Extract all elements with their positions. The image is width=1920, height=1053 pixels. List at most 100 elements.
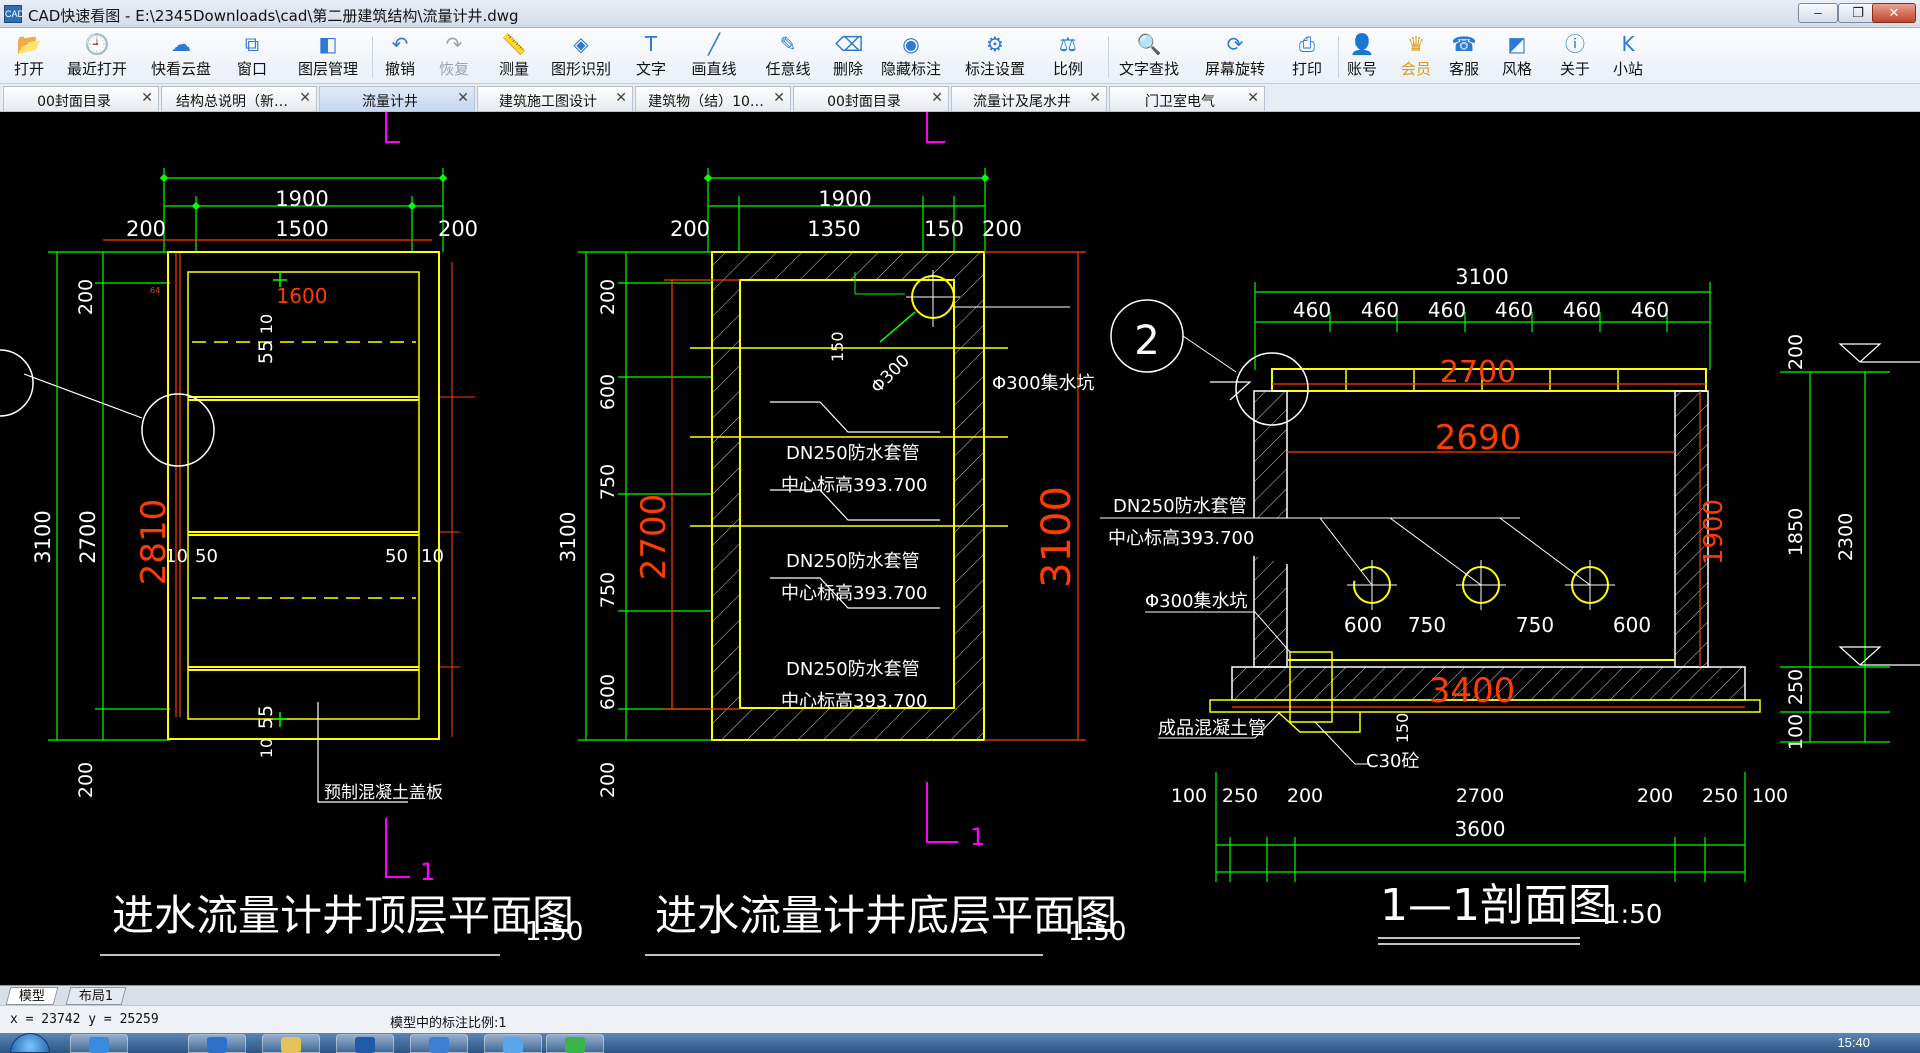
start-button[interactable] <box>10 1033 50 1053</box>
top-red-v: 2810 <box>134 499 174 586</box>
bottom-d150: 150 <box>828 331 847 362</box>
toolbar-button-user[interactable]: 👤账号 <box>1340 30 1384 82</box>
toolbar-label: 风格 <box>1501 60 1532 78</box>
document-tab[interactable]: 建筑物（结）10…✕ <box>635 86 791 111</box>
bottom-plan-section-mark: 1 <box>970 823 985 851</box>
section-red-bot: 3400 <box>1429 671 1516 711</box>
tab-label: 结构总说明（新… <box>176 94 288 110</box>
taskbar-app-1[interactable] <box>70 1034 128 1053</box>
window-title: CAD快速看图 - E:\2345Downloads\cad\第二册建筑结构\流… <box>28 7 519 25</box>
tab-close-icon[interactable]: ✕ <box>931 90 943 106</box>
tab-label: 门卫室电气 <box>1145 94 1215 110</box>
section-right-total: 2300 <box>1835 513 1857 561</box>
toolbar-button-text-search[interactable]: 🔍文字查找 <box>1112 30 1186 82</box>
toolbar-button-line[interactable]: ╱画直线 <box>684 30 744 82</box>
tab-close-icon[interactable]: ✕ <box>457 90 469 106</box>
drawing-canvas[interactable]: 1 1 <box>0 112 1920 985</box>
section-seg-4: 460 <box>1495 298 1533 322</box>
layout-tab[interactable]: 布局1 <box>65 987 127 1005</box>
toolbar-label: 窗口 <box>236 60 267 78</box>
toolbar-button-window[interactable]: ⧉窗口 <box>230 30 274 82</box>
bottom-d200b: 200 <box>597 762 619 798</box>
toolbar-button-cloud[interactable]: ☁ 快看云盘 <box>148 30 214 82</box>
toolbar-button-printer[interactable]: ⎙打印 <box>1285 30 1329 82</box>
toolbar-label: 文字查找 <box>1118 60 1179 78</box>
taskbar-app-3[interactable] <box>262 1034 320 1053</box>
document-tab[interactable]: 结构总说明（新… ✕ <box>161 86 317 111</box>
section-concrete-label: 成品混凝土管 <box>1158 718 1266 739</box>
toolbar-label: 快看云盘 <box>150 60 211 78</box>
toolbar-label: 文字 <box>635 60 666 78</box>
toolbar-button-eraser[interactable]: ⌫删除 <box>826 30 870 82</box>
toolbar-button-ruler[interactable]: 📏测量 <box>490 30 538 82</box>
section-pipe-dim-2: 750 <box>1408 613 1446 637</box>
top-d10b: 10 <box>257 738 276 758</box>
top-d50a: 50 <box>195 546 218 567</box>
toolbar-button-dimension-settings[interactable]: ⚙标注设置 <box>960 30 1030 82</box>
toolbar-label: 图形识别 <box>550 60 611 78</box>
section-bottom-dim-4: 2700 <box>1456 785 1504 807</box>
toolbar-label: 小站 <box>1612 60 1643 78</box>
toolbar-button-rotate-screen[interactable]: ⟳屏幕旋转 <box>1200 30 1270 82</box>
toolbar-button-pen[interactable]: ✎任意线 <box>758 30 818 82</box>
top-dim-inner: 1600 <box>277 284 328 308</box>
toolbar-button-layers[interactable]: ◧图层管理 <box>290 30 366 82</box>
toolbar-button-scale[interactable]: ⚖比例 <box>1046 30 1090 82</box>
document-tab[interactable]: 门卫室电气 ✕ <box>1109 86 1265 111</box>
toolbar-button-eye-hide[interactable]: ◉隐藏标注 <box>873 30 949 82</box>
section-seg-6: 460 <box>1631 298 1669 322</box>
section-seg-1: 460 <box>1293 298 1331 322</box>
document-tab[interactable]: 流量计井✕ <box>319 86 475 111</box>
toolbar-separator <box>372 36 373 78</box>
section-red-top: 2700 <box>1440 355 1516 390</box>
section-seg-3: 460 <box>1428 298 1466 322</box>
taskbar-app-4[interactable] <box>336 1034 394 1053</box>
printer-icon: ⎙ <box>1299 32 1315 56</box>
folder-icon <box>281 1037 301 1053</box>
close-button[interactable]: ✕ <box>1872 3 1916 23</box>
toolbar-button-style[interactable]: ◩风格 <box>1493 30 1541 82</box>
document-tab[interactable]: 00封面目录✕ <box>793 86 949 111</box>
taskbar-app-2[interactable] <box>188 1034 246 1053</box>
layout-tab[interactable]: 模型 <box>5 987 59 1005</box>
bottom-dim-overall: 1900 <box>818 187 871 211</box>
toolbar-button-folder-open[interactable]: 📂打开 <box>6 30 52 82</box>
tab-close-icon[interactable]: ✕ <box>773 90 785 106</box>
clock-icon: 🕘 <box>84 32 110 56</box>
tab-label: 00封面目录 <box>37 94 111 110</box>
shape-recognize-icon: ◈ <box>573 32 589 56</box>
tab-close-icon[interactable]: ✕ <box>615 90 627 106</box>
tab-close-icon[interactable]: ✕ <box>1247 90 1259 106</box>
section-pipe-elev: 中心标高393.700 <box>1108 528 1254 549</box>
section-seg-2: 460 <box>1361 298 1399 322</box>
minimize-button[interactable]: – <box>1798 3 1838 23</box>
toolbar-button-headset[interactable]: ☎客服 <box>1440 30 1488 82</box>
tab-close-icon[interactable]: ✕ <box>1089 90 1101 106</box>
rotate-screen-icon: ⟳ <box>1226 32 1244 56</box>
document-tab[interactable]: 流量计及尾水井✕ <box>951 86 1107 111</box>
toolbar-button-redo[interactable]: ↷恢复 <box>432 30 476 82</box>
toolbar-button-shape-recognize[interactable]: ◈ 图形识别 <box>548 30 614 82</box>
cloud-icon: ☁ <box>171 32 191 56</box>
title-section: 1—1剖面图 <box>1380 880 1612 931</box>
toolbar-button-undo[interactable]: ↶撤销 <box>378 30 422 82</box>
tab-close-icon[interactable]: ✕ <box>141 90 153 106</box>
top-dim-v-bot: 200 <box>75 762 97 798</box>
app-logo-icon: CAD <box>4 5 24 23</box>
taskbar-app-7[interactable] <box>546 1034 604 1053</box>
scale-section: 1:50 <box>1604 900 1662 930</box>
toolbar-button-vip[interactable]: ♛会员 <box>1394 30 1438 82</box>
toolbar-button-clock[interactable]: 🕘最近打开 <box>62 30 132 82</box>
taskbar-app-6[interactable] <box>484 1034 542 1053</box>
section-red-mid: 2690 <box>1435 418 1522 458</box>
document-tab[interactable]: 建筑施工图设计✕ <box>477 86 633 111</box>
user-icon: 👤 <box>1349 32 1375 56</box>
taskbar-app-5[interactable] <box>410 1034 468 1053</box>
document-tab[interactable]: 00封面目录 ✕ <box>3 86 159 111</box>
top-dim-mid: 1500 <box>275 217 328 241</box>
tab-close-icon[interactable]: ✕ <box>299 90 311 106</box>
